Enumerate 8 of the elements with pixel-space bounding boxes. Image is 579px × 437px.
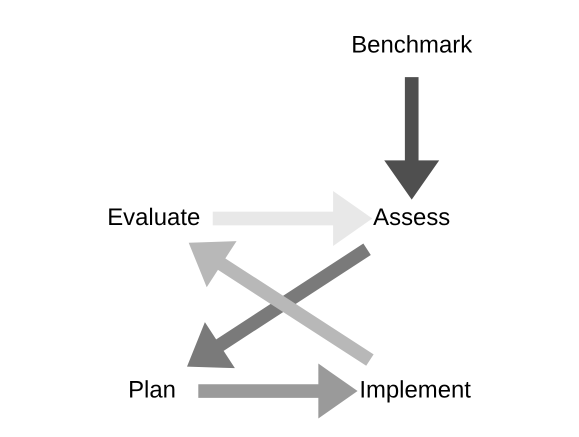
node-text: Assess bbox=[372, 204, 450, 231]
node-text: Evaluate bbox=[106, 204, 200, 231]
node-text: Plan bbox=[128, 376, 176, 404]
node-text: Benchmark bbox=[350, 31, 472, 58]
arrow bbox=[198, 364, 358, 418]
arrow bbox=[212, 191, 372, 246]
node-text: Implement bbox=[358, 376, 470, 404]
arrow bbox=[384, 77, 439, 200]
